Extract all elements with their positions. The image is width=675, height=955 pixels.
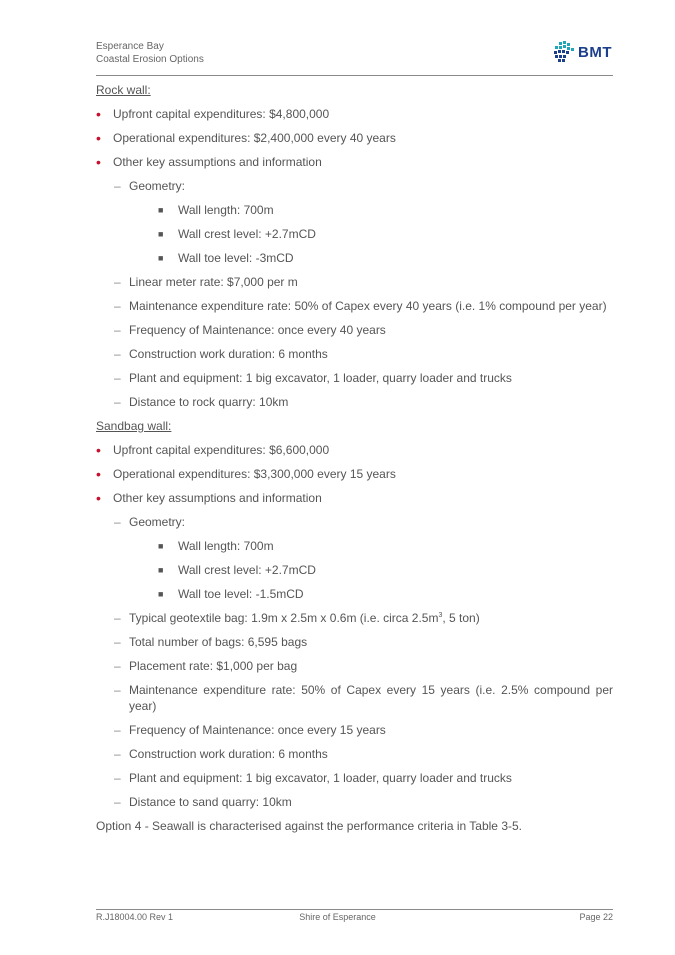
list-item: ■Wall length: 700m bbox=[158, 539, 274, 553]
list-item: •Operational expenditures: $2,400,000 ev… bbox=[96, 130, 396, 146]
footer-client: Shire of Esperance bbox=[299, 912, 376, 922]
running-header: Esperance Bay Coastal Erosion Options bbox=[96, 40, 204, 66]
dash-bullet-icon: – bbox=[114, 723, 121, 737]
header-project: Esperance Bay bbox=[96, 41, 164, 52]
list-item: ■Wall crest level: +2.7mCD bbox=[158, 563, 316, 577]
section-heading-rock-wall: Rock wall: bbox=[96, 83, 151, 97]
dash-bullet-icon: – bbox=[114, 795, 121, 809]
dash-bullet-icon: – bbox=[114, 275, 121, 289]
bullet-dot-icon: • bbox=[96, 106, 101, 122]
list-item: –Plant and equipment: 1 big excavator, 1… bbox=[114, 371, 512, 385]
square-bullet-icon: ■ bbox=[158, 253, 164, 263]
dash-bullet-icon: – bbox=[114, 683, 121, 697]
square-bullet-icon: ■ bbox=[158, 205, 164, 215]
dash-bullet-icon: – bbox=[114, 515, 121, 529]
list-item: –Distance to rock quarry: 10km bbox=[114, 395, 289, 409]
list-item: –Geometry: bbox=[114, 179, 186, 193]
square-bullet-icon: ■ bbox=[158, 589, 164, 599]
list-item: –Linear meter rate: $7,000 per m bbox=[114, 275, 298, 289]
list-item: •Other key assumptions and information bbox=[96, 154, 322, 170]
bullet-dot-icon: • bbox=[96, 130, 101, 146]
bullet-dot-icon: • bbox=[96, 466, 101, 482]
footer-page-number: Page 22 bbox=[579, 912, 613, 922]
list-item: –Typical geotextile bag: 1.9m x 2.5m x 0… bbox=[114, 611, 480, 625]
list-item: –Total number of bags: 6,595 bags bbox=[114, 635, 308, 649]
list-item: –Maintenance expenditure rate: 50% of Ca… bbox=[114, 683, 613, 713]
square-bullet-icon: ■ bbox=[158, 229, 164, 239]
bullet-dot-icon: • bbox=[96, 490, 101, 506]
header-rule bbox=[96, 75, 613, 76]
list-item: •Operational expenditures: $3,300,000 ev… bbox=[96, 466, 396, 482]
dash-bullet-icon: – bbox=[114, 395, 121, 409]
list-item: •Upfront capital expenditures: $4,800,00… bbox=[96, 106, 330, 122]
list-item: ■Wall toe level: -1.5mCD bbox=[158, 587, 304, 601]
bmt-logo-globe-icon bbox=[554, 41, 574, 62]
list-item: ■Wall length: 700m bbox=[158, 203, 274, 217]
dash-bullet-icon: – bbox=[114, 635, 121, 649]
square-bullet-icon: ■ bbox=[158, 541, 164, 551]
page-body: Rock wall: •Upfront capital expenditures… bbox=[96, 82, 613, 834]
dash-bullet-icon: – bbox=[114, 347, 121, 361]
list-item: •Upfront capital expenditures: $6,600,00… bbox=[96, 442, 330, 458]
list-item: –Construction work duration: 6 months bbox=[114, 747, 328, 761]
list-item: ■Wall toe level: -3mCD bbox=[158, 251, 294, 265]
list-item: –Geometry: bbox=[114, 515, 186, 529]
list-item: •Other key assumptions and information bbox=[96, 490, 322, 506]
square-bullet-icon: ■ bbox=[158, 565, 164, 575]
list-item: –Frequency of Maintenance: once every 40… bbox=[114, 323, 386, 337]
bullet-dot-icon: • bbox=[96, 154, 101, 170]
bullet-dot-icon: • bbox=[96, 442, 101, 458]
list-item: –Plant and equipment: 1 big excavator, 1… bbox=[114, 771, 512, 785]
list-item: ■Wall crest level: +2.7mCD bbox=[158, 227, 316, 241]
list-item: –Distance to sand quarry: 10km bbox=[114, 795, 292, 809]
list-item: –Maintenance expenditure rate: 50% of Ca… bbox=[114, 299, 607, 313]
list-item: –Frequency of Maintenance: once every 15… bbox=[114, 723, 386, 737]
dash-bullet-icon: – bbox=[114, 299, 121, 313]
closing-paragraph: Option 4 - Seawall is characterised agai… bbox=[96, 819, 522, 833]
section-heading-sandbag-wall: Sandbag wall: bbox=[96, 419, 172, 433]
header-report-title: Coastal Erosion Options bbox=[96, 54, 204, 65]
dash-bullet-icon: – bbox=[114, 371, 121, 385]
bmt-logo: BMT bbox=[552, 40, 614, 66]
dash-bullet-icon: – bbox=[114, 323, 121, 337]
bmt-logo-text: BMT bbox=[578, 44, 612, 61]
footer-rule bbox=[96, 909, 613, 910]
list-item: –Placement rate: $1,000 per bag bbox=[114, 659, 298, 673]
dash-bullet-icon: – bbox=[114, 747, 121, 761]
dash-bullet-icon: – bbox=[114, 179, 121, 193]
list-item: –Construction work duration: 6 months bbox=[114, 347, 328, 361]
footer-report-number: R.J18004.00 Rev 1 bbox=[96, 912, 174, 922]
dash-bullet-icon: – bbox=[114, 659, 121, 673]
dash-bullet-icon: – bbox=[114, 771, 121, 785]
dash-bullet-icon: – bbox=[114, 611, 121, 625]
